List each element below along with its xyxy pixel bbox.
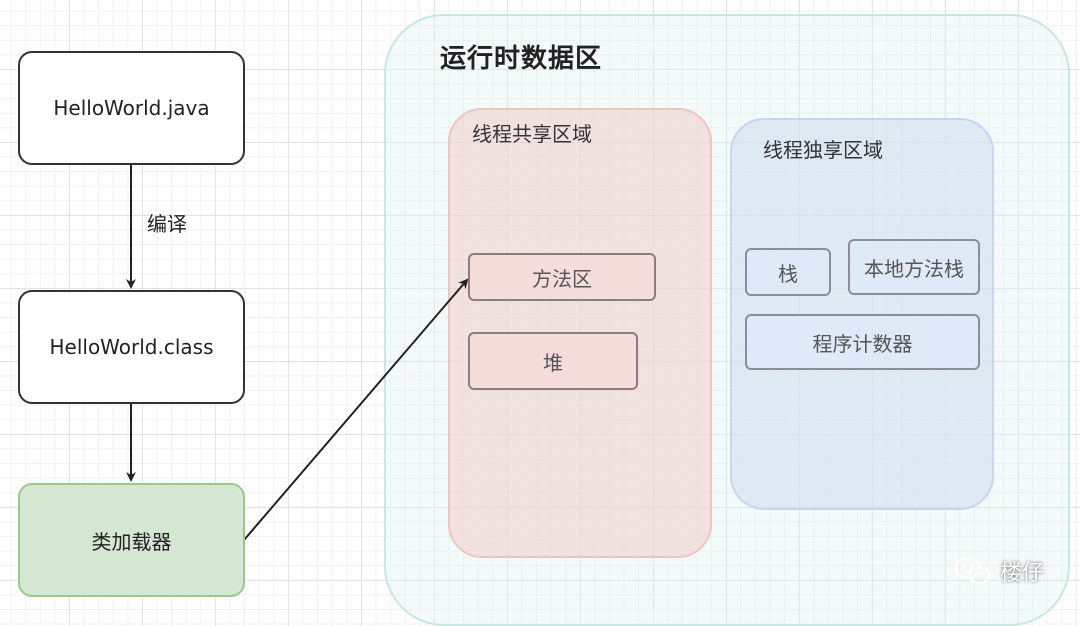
method-area-box: 方法区 [468,253,656,301]
connector-arrows [126,165,469,541]
class-file-box: HelloWorld.class [18,290,245,404]
heap-box: 堆 [468,332,638,390]
watermark-text: 楼仔 [999,561,1044,586]
wechat-icon [954,556,991,585]
runtime-data-area-title: 运行时数据区 [440,44,603,74]
class-loader-box: 类加载器 [18,483,245,597]
compile-label: 编译 [147,212,187,236]
thread-shared-region-title: 线程共享区域 [472,122,592,146]
watermark: 楼仔 [954,555,1044,587]
source-file-box: HelloWorld.java [18,51,245,165]
program-counter-box: 程序计数器 [745,314,980,370]
stack-box: 栈 [745,248,831,296]
loader-to-method-area-arrow [243,278,469,541]
native-method-stack-box: 本地方法栈 [848,239,980,295]
thread-private-region-title: 线程独享区域 [763,138,883,162]
